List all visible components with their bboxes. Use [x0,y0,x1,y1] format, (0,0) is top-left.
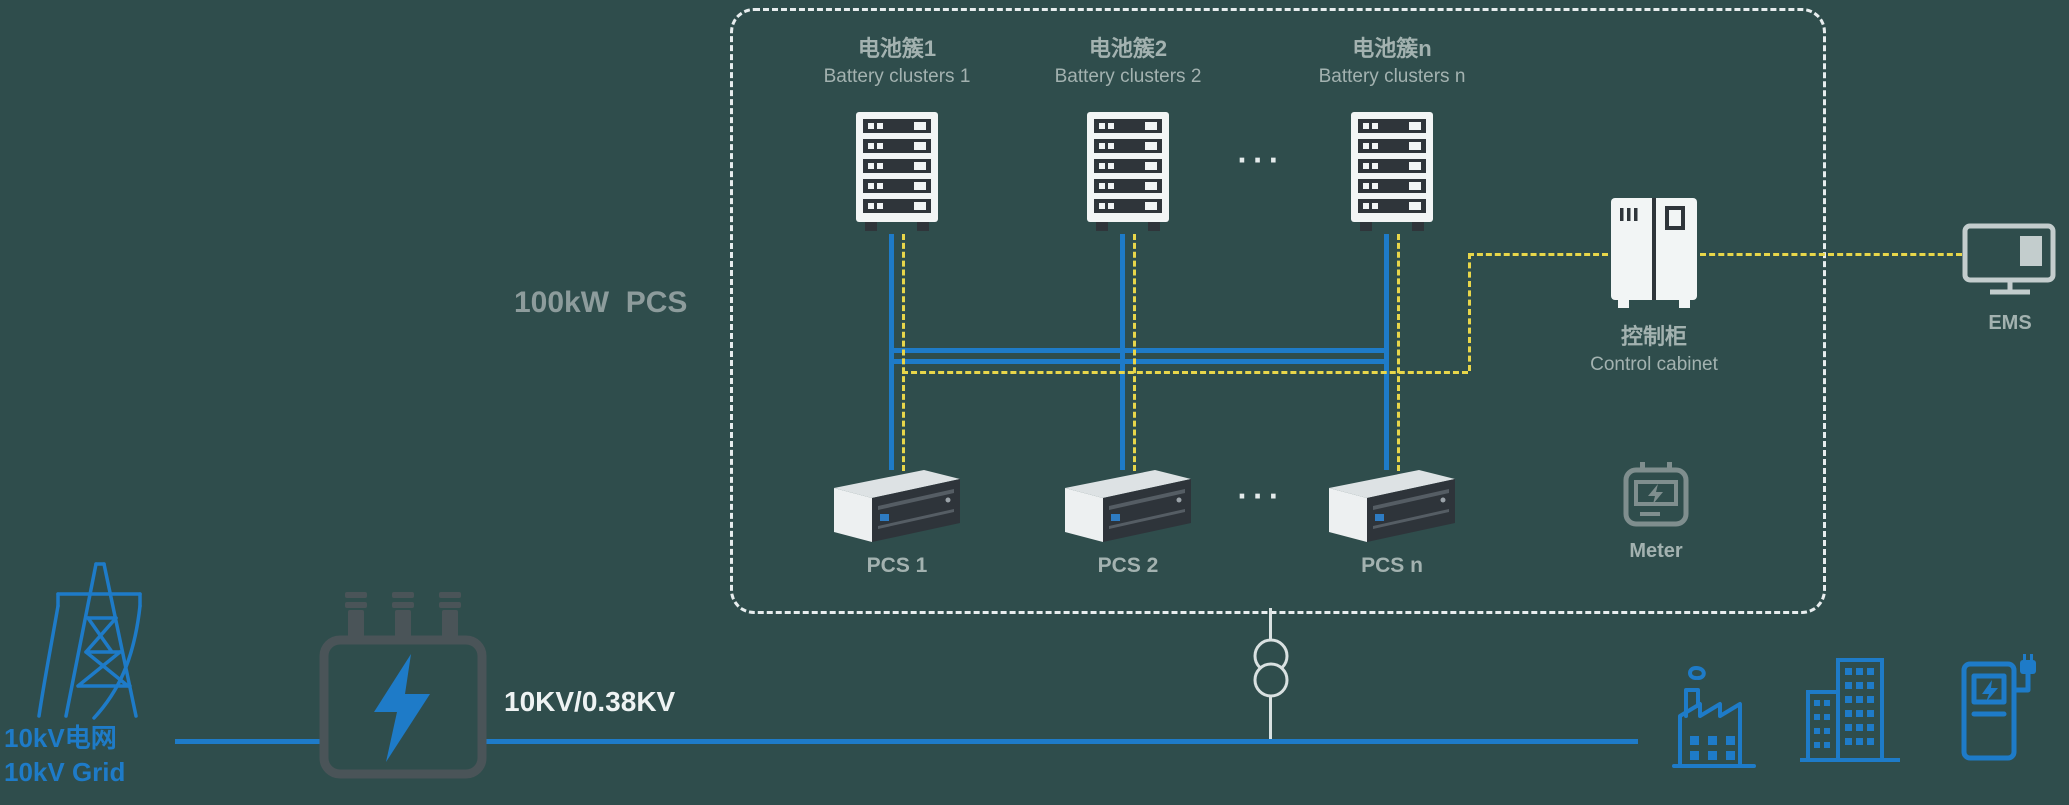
control-cabinet-en-label: Control cabinet [1590,353,1718,375]
ev-charger-icon [1958,654,2050,766]
battery-cluster-n-en-label: Battery clusters n [1318,65,1466,87]
battery-cluster-1-zh-label: 电池簇1 [857,36,937,61]
pcs-n-label: PCS n [1361,554,1423,577]
comm-line-to-ems [1700,253,1962,256]
pcs-icon-2 [1061,462,1195,546]
pcs-icon-n [1325,462,1459,546]
grid-zh-label: 10kV电网 [4,723,117,753]
battery-cluster-2-zh-label: 电池簇2 [1088,36,1168,61]
transformer-icon [318,590,488,780]
ems-label: EMS [1988,312,2032,334]
comm-line-cluster-n [1397,234,1400,471]
pcs-ellipsis: ··· [1237,478,1285,514]
buildings-icon [1798,654,1902,766]
grid-tower-icon [36,560,156,720]
battery-cluster-2-en-label: Battery clusters 2 [1054,65,1202,87]
battery-cluster-2-label: 电池簇2 Battery clusters 2 [1008,34,1248,89]
meter-label: Meter [1629,540,1683,562]
control-cabinet-icon [1608,196,1700,308]
dc-bus-line-top [889,348,1389,353]
pcs-1-label: PCS 1 [866,554,928,577]
meter-icon [1620,458,1692,530]
control-cabinet-zh-label: 控制柜 [1620,324,1687,349]
grid-en-label: 10kV Grid [4,757,126,787]
pcs-icon-1 [830,462,964,546]
comm-bus-line [902,371,1468,374]
transformer-symbol [1251,634,1291,706]
factory-icon [1672,666,1756,770]
battery-cluster-1-en-label: Battery clusters 1 [823,65,971,87]
grid-bus-line [175,739,1638,744]
comm-line-to-cabinet [1468,253,1608,256]
pcs-2-label: PCS 2 [1097,554,1159,577]
dc-bus-line-bottom [889,359,1389,364]
battery-cluster-1-label: 电池簇1 Battery clusters 1 [777,34,1017,89]
pcs-system-boundary [730,8,1826,614]
control-cabinet-label: 控制柜 Control cabinet [1528,322,1780,377]
ems-monitor-icon [1962,222,2058,300]
battery-cluster-n-zh-label: 电池簇n [1352,36,1432,61]
comm-riser-line [1468,253,1471,371]
battery-rack-icon-1 [854,112,940,234]
transformer-ratio-label: 10KV/0.38KV [504,686,676,717]
pcs-rating-label: 100kW PCS [514,286,688,319]
battery-rack-icon-2 [1085,112,1171,234]
comm-line-cluster-2 [1133,234,1136,471]
cluster-ellipsis: ··· [1237,142,1285,178]
battery-rack-icon-n [1349,112,1435,234]
battery-cluster-n-label: 电池簇n Battery clusters n [1272,34,1512,89]
comm-line-cluster-1 [902,234,905,471]
